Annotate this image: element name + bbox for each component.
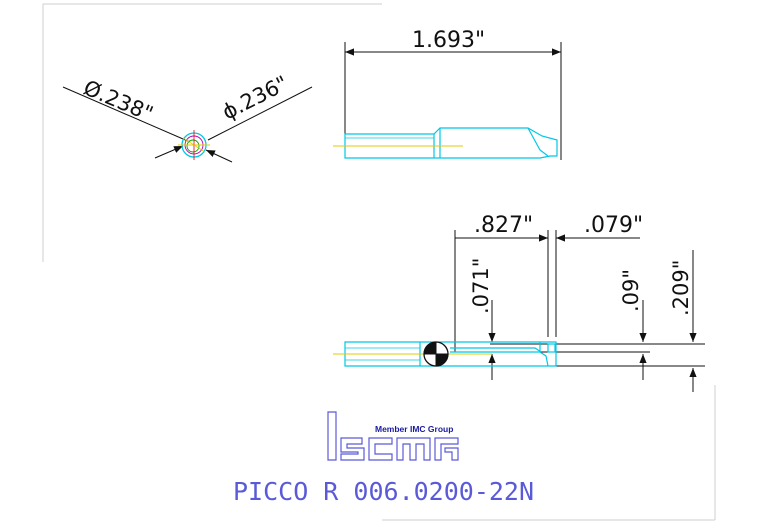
end-view: Ø.238" ϕ.236" [62, 71, 313, 163]
top-view-outline [344, 127, 558, 159]
part-number: PICCO R 006.0200-22N [233, 477, 534, 506]
height-071-label: .071" [469, 258, 493, 314]
height-09-label: .09" [619, 269, 643, 312]
diameter-238-label: Ø.238" [80, 76, 157, 127]
length-827-label: .827" [474, 213, 533, 238]
top-view: 1.693" [333, 28, 562, 160]
overall-length-label: 1.693" [412, 28, 485, 53]
side-view-outline [344, 341, 557, 367]
end-view-circles [178, 130, 210, 160]
height-209-label: .209" [669, 260, 693, 316]
sheet-border [42, 3, 716, 521]
length-079-label: .079" [584, 213, 643, 238]
iscar-logo: Member IMC Group [327, 411, 459, 461]
section-symbol [423, 341, 449, 367]
member-imc-group-tagline: Member IMC Group [375, 424, 453, 434]
side-view: .827" .079" .071" .09" .209" [333, 213, 705, 392]
